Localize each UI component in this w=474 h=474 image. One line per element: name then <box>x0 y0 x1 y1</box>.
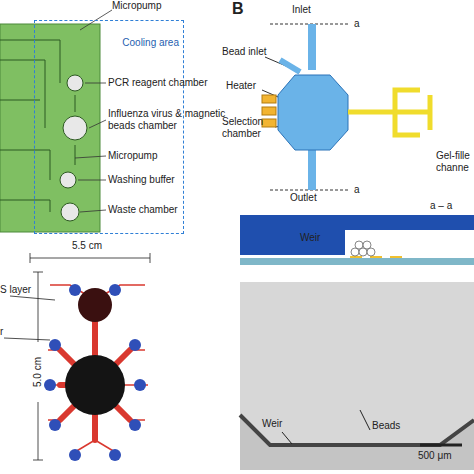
leader-lines <box>75 10 112 212</box>
section-label: a – a <box>430 200 474 212</box>
chamber-label: Waste chamber <box>108 204 198 216</box>
cover-layer <box>240 215 474 255</box>
layer-label: r <box>0 326 20 338</box>
dimension-label: 5.0 cm <box>32 342 44 402</box>
wires <box>45 285 148 455</box>
chamber-label: Influenza virus & magnetic beads chamber <box>108 108 238 132</box>
leader-line <box>282 432 292 444</box>
panel-letter: B <box>232 0 252 18</box>
bead-channel <box>280 60 300 72</box>
outlet-channel <box>308 150 316 190</box>
chamber-small <box>78 288 112 322</box>
part-label: Heater <box>226 80 276 92</box>
gel-channels <box>348 90 430 135</box>
dimension-label: 5.5 cm <box>72 240 132 252</box>
heater-pads <box>262 95 276 127</box>
port-label: Bead inlet <box>222 46 282 58</box>
pump-label: Micropump <box>108 150 188 162</box>
part-label: Weir <box>262 418 302 430</box>
section-marker: a <box>354 18 369 30</box>
weir-edge <box>240 415 474 445</box>
chamber-large <box>65 355 125 415</box>
pump-label: Micropump <box>112 0 192 12</box>
weir-block <box>300 230 345 255</box>
section-lines <box>262 24 350 190</box>
section-marker: a <box>354 184 369 196</box>
selection-chamber <box>278 75 348 150</box>
bead-region <box>240 282 474 445</box>
chamber-label: Selection chamber <box>222 116 277 140</box>
scale-bar <box>420 444 462 447</box>
section-frame <box>240 215 474 265</box>
micrograph <box>240 282 474 470</box>
region-title: Cooling area <box>122 37 179 48</box>
part-label: Beads <box>372 420 412 432</box>
substrate <box>240 258 474 265</box>
part-label: Weir <box>300 232 340 244</box>
channel-label: Gel-fille channe <box>436 150 474 174</box>
port-label: Inlet <box>292 4 332 16</box>
inlet-channel <box>308 24 316 70</box>
chambers <box>60 75 87 221</box>
heater-strips <box>350 256 402 258</box>
chip-board <box>0 24 100 232</box>
leader-line <box>360 410 370 430</box>
layer-label: S layer <box>0 284 50 296</box>
bead-circles <box>351 241 375 256</box>
droplets <box>44 284 146 461</box>
port-label: Outlet <box>290 192 330 204</box>
chamber-label: Washing buffer <box>108 174 198 186</box>
chamber-label: PCR reagent chamber <box>108 77 238 89</box>
scale-label: 500 μm <box>418 450 474 462</box>
